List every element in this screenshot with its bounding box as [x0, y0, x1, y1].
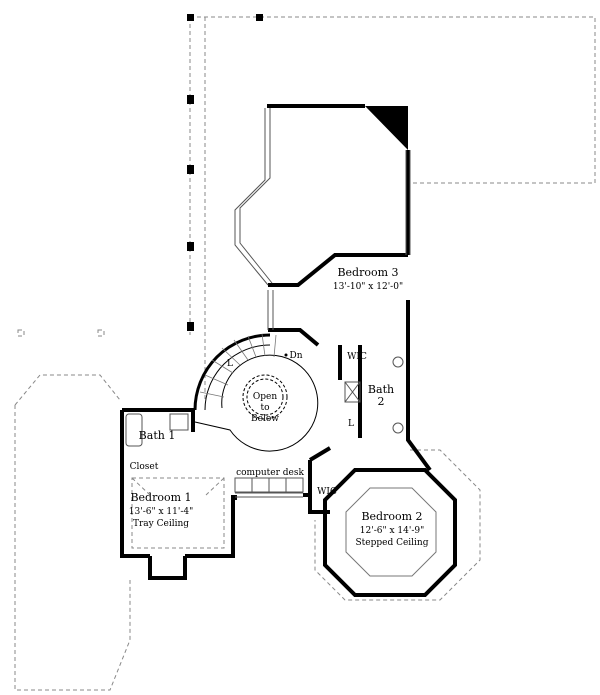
roof-outline	[14, 16, 596, 691]
stair-down-marker	[284, 353, 288, 357]
computer-desk-label: computer desk	[236, 468, 304, 478]
bedroom1-name: Bedroom 1	[130, 491, 191, 504]
open-to-below-1: Open	[253, 392, 277, 402]
roof-posts	[187, 14, 263, 331]
open-to-below-2: to	[260, 403, 269, 413]
wic-upper-label: WIC	[347, 352, 367, 362]
closet-label: Closet	[130, 462, 159, 472]
linen-lower-label: L	[348, 419, 354, 429]
bedroom2-size: 12'-6" x 14'-9"	[360, 526, 424, 536]
bedroom1-tray-ceiling	[131, 477, 225, 549]
bedroom3-name: Bedroom 3	[337, 266, 398, 279]
stair-down-label: Dn	[289, 351, 302, 361]
bath-fixtures	[125, 356, 404, 447]
corner-column	[365, 106, 408, 150]
spiral-staircase	[193, 333, 319, 452]
windows	[234, 108, 411, 498]
bath2-label: Bath	[368, 383, 394, 396]
bedroom1-ceiling: Tray Ceiling	[133, 519, 189, 529]
computer-desk	[234, 477, 304, 493]
bedroom1-size: 13'-6" x 11'-4"	[129, 507, 193, 517]
bath1-label: Bath 1	[139, 429, 176, 442]
open-to-below-3: Below	[251, 414, 279, 424]
bedroom2-ceiling-outline	[345, 487, 437, 577]
wic-lower-label: WIC	[317, 487, 337, 497]
bedroom2-walls	[323, 468, 457, 597]
bath2-number: 2	[378, 395, 385, 408]
bedroom3-size: 13'-10" x 12'-0"	[333, 282, 403, 292]
stair-arrow-label: L	[227, 359, 233, 369]
bedroom2-name: Bedroom 2	[361, 510, 422, 523]
bedroom2-ceiling: Stepped Ceiling	[356, 538, 429, 548]
